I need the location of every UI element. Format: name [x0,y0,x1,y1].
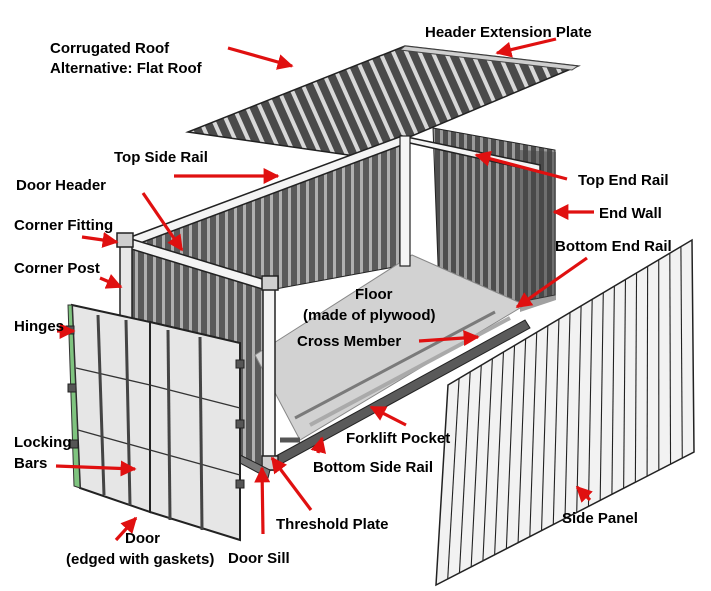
panel-rib [482,358,493,561]
corner-fitting-arrow [81,232,119,248]
labels: Corrugated Roof Alternative: Flat Roof H… [14,24,672,568]
top-end-rail-arrow [474,150,568,181]
panel-rib [634,272,638,483]
panel-rib [564,312,571,519]
callout-arrows [55,37,594,542]
panel-rib [494,352,505,555]
label-floor-line1: Floor [355,286,393,303]
panel-rib [552,319,560,525]
panel-rib [669,253,672,465]
label-top-end-rail: Top End Rail [578,172,669,189]
panel-rib [599,292,604,501]
locking-bars-arrow [55,460,137,477]
label-end-wall: End Wall [599,205,662,222]
label-floor-line2: (made of plywood) [303,307,436,324]
door-sill-arrow [254,466,271,535]
bottom-end-rail-arrow [515,256,588,309]
label-bottom-end-rail: Bottom End Rail [555,238,672,255]
label-top-side-rail: Top Side Rail [114,149,208,166]
door-arrow [114,516,138,542]
label-hinges: Hinges [14,318,64,335]
panel-rib [540,325,549,531]
label-door-header: Door Header [16,177,106,194]
panel-rib [611,286,615,495]
label-door-line1: Door [125,530,160,547]
cross-member-arrow [418,329,480,346]
label-roof-line2: Alternative: Flat Roof [50,60,203,77]
label-locking-bars-line2: Bars [14,455,47,472]
panel-rib [587,299,593,507]
container-body [116,134,541,479]
header-extension-arrow [495,37,557,58]
panel-rib [505,345,516,549]
side-panel-arrow [575,485,593,503]
label-forklift-pocket: Forklift Pocket [346,430,450,447]
label-corner-post: Corner Post [14,260,100,277]
threshold-plate-arrow [270,456,313,511]
container-doors [65,303,245,542]
label-door-line2: (edged with gaskets) [66,551,214,568]
panel-rib [576,305,582,513]
panel-rib [470,365,482,567]
label-cross-member: Cross Member [297,333,401,350]
panel-rib [458,371,471,573]
panel-rib [646,266,649,477]
forklift-pocket-arrow [369,405,407,427]
label-door-sill: Door Sill [228,550,290,567]
label-locking-bars-line1: Locking [14,434,72,451]
end-wall [432,127,556,319]
side-panel [435,238,695,587]
bottom-side-rail-arrow [310,436,327,454]
label-header-extension-plate: Header Extension Plate [425,24,592,41]
label-side-panel: Side Panel [562,510,638,527]
label-bottom-side-rail: Bottom Side Rail [313,459,433,476]
panel-rib [517,338,527,543]
panel-rib [680,246,683,459]
roof-arrow [227,46,294,70]
corrugated-roof [185,45,581,158]
label-roof-line1: Corrugated Roof [50,40,170,57]
door-header-arrow [141,192,184,252]
label-corner-fitting: Corner Fitting [14,217,113,234]
panel-rib [623,279,627,489]
corner-post-arrow [99,273,123,289]
label-threshold-plate: Threshold Plate [276,516,389,533]
panel-rib [529,332,538,537]
panel-rib [447,378,460,579]
